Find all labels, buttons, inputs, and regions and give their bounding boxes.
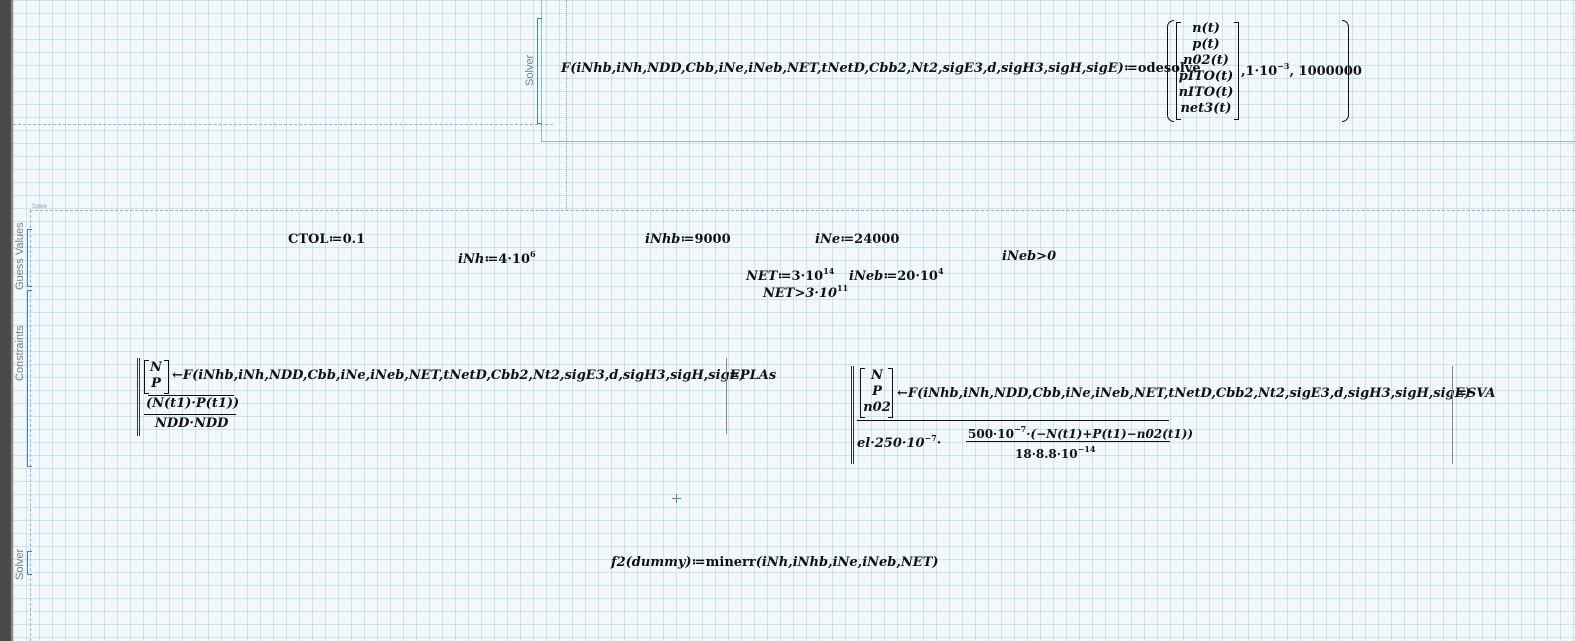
vector-item: n(t) xyxy=(1192,21,1220,36)
solve-block-top-boundary xyxy=(30,210,1575,211)
vector-item: net3(t) xyxy=(1180,101,1232,116)
vectorize-arrow-left xyxy=(148,395,234,396)
guess-values-label: Guess Values xyxy=(14,222,26,290)
solver-region-bracket[interactable] xyxy=(537,18,542,124)
vector-right-bracket xyxy=(1234,22,1239,120)
left-program-vector: N P xyxy=(146,360,166,392)
net-definition[interactable]: NET≔3·1014 xyxy=(746,266,835,284)
solve-block-tag: Solve xyxy=(32,204,48,210)
odesolve-close-paren xyxy=(1342,20,1349,122)
ine-definition[interactable]: iNe≔24000 xyxy=(815,232,900,247)
solver-bottom-bracket[interactable] xyxy=(27,551,32,575)
left-program-result[interactable]: =PLAs xyxy=(729,368,777,383)
right-vec-bracket-open xyxy=(860,368,865,418)
right-program-prefix[interactable]: el·250·10−7· xyxy=(857,433,942,451)
crosshair-cursor-v xyxy=(676,494,677,503)
vector-left-bracket xyxy=(1176,22,1181,120)
vector-item: n02(t) xyxy=(1183,53,1229,68)
left-program-numerator[interactable]: (N(t1)·P(t1)) xyxy=(146,396,240,411)
inh-definition[interactable]: iNh≔4·106 xyxy=(458,249,536,267)
left-program-denominator: NDD·NDD xyxy=(155,416,229,431)
constraints-label: Constraints xyxy=(14,325,26,381)
vectorize-arrow-right xyxy=(857,420,1169,421)
solve-block-left-edge xyxy=(541,0,542,141)
page-boundary-line xyxy=(566,0,567,210)
net-constraint[interactable]: NET>3·1011 xyxy=(763,283,849,301)
right-program-separator xyxy=(1452,366,1453,464)
solver-region-label-top: Solver xyxy=(524,54,536,86)
left-fraction-line xyxy=(144,414,236,415)
ctol-definition[interactable]: CTOL≔0.1 xyxy=(288,232,366,247)
right-fraction-line xyxy=(966,441,1170,442)
vector-item: P xyxy=(151,376,161,391)
vector-item: P xyxy=(872,384,882,399)
solve-block-left-boundary xyxy=(30,210,31,641)
vector-item: n02 xyxy=(863,400,891,415)
right-program-call[interactable]: ←F(iNhb,iNh,NDD,Cbb,iNe,iNeb,NET,tNetD,C… xyxy=(897,386,1471,401)
right-vec-bracket-close xyxy=(888,368,893,418)
vector-item: N xyxy=(150,360,162,375)
program-bar-right[interactable] xyxy=(851,366,854,464)
odesolve-open-paren xyxy=(1167,20,1174,122)
program-bar-left[interactable] xyxy=(137,358,140,436)
left-program-call[interactable]: ←F(iNhb,iNh,NDD,Cbb,iNe,iNeb,NET,tNetD,C… xyxy=(172,368,746,383)
left-edge-shadow xyxy=(11,0,13,641)
solve-block-bottom-edge xyxy=(541,141,1575,142)
vector-item: p(t) xyxy=(1192,37,1220,52)
inhb-definition[interactable]: iNhb≔9000 xyxy=(645,232,731,247)
right-program-vector: N P n02 xyxy=(862,368,892,416)
left-program-separator xyxy=(726,358,727,434)
region-boundary-top xyxy=(13,124,553,125)
constraints-bracket[interactable] xyxy=(27,290,32,467)
vector-item: pITO(t) xyxy=(1178,69,1234,84)
solver-region-label-bottom: Solver xyxy=(14,548,26,580)
ineb-constraint[interactable]: iNeb>0 xyxy=(1002,249,1057,264)
guess-values-bracket[interactable] xyxy=(27,229,32,287)
left-edge-bar xyxy=(0,0,11,641)
vector-item: nITO(t) xyxy=(1178,85,1234,100)
ineb-definition[interactable]: iNeb≔20·104 xyxy=(849,266,944,284)
right-program-denominator: 18·8.8·10−14 xyxy=(1015,444,1096,461)
odesolve-args[interactable]: ,1·10−3, 1000000 xyxy=(1241,61,1362,79)
odesolve-lhs[interactable]: F(iNhb,iNh,NDD,Cbb,iNe,iNeb,NET,tNetD,Cb… xyxy=(561,61,1201,76)
minerr-definition[interactable]: f2(dummy)≔minerr(iNh,iNhb,iNe,iNeb,NET) xyxy=(611,555,939,570)
left-vec-bracket-close xyxy=(164,360,169,394)
right-program-numerator[interactable]: 500·10−7·(−N(t1)+P(t1)−n02(t1)) xyxy=(968,424,1194,441)
odesolve-function-vector[interactable]: n(t) p(t) n02(t) pITO(t) nITO(t) net3(t) xyxy=(1178,21,1234,117)
left-vec-bracket-open xyxy=(144,360,149,394)
vector-item: N xyxy=(871,368,883,383)
right-program-result[interactable]: =SVA xyxy=(1456,386,1496,401)
